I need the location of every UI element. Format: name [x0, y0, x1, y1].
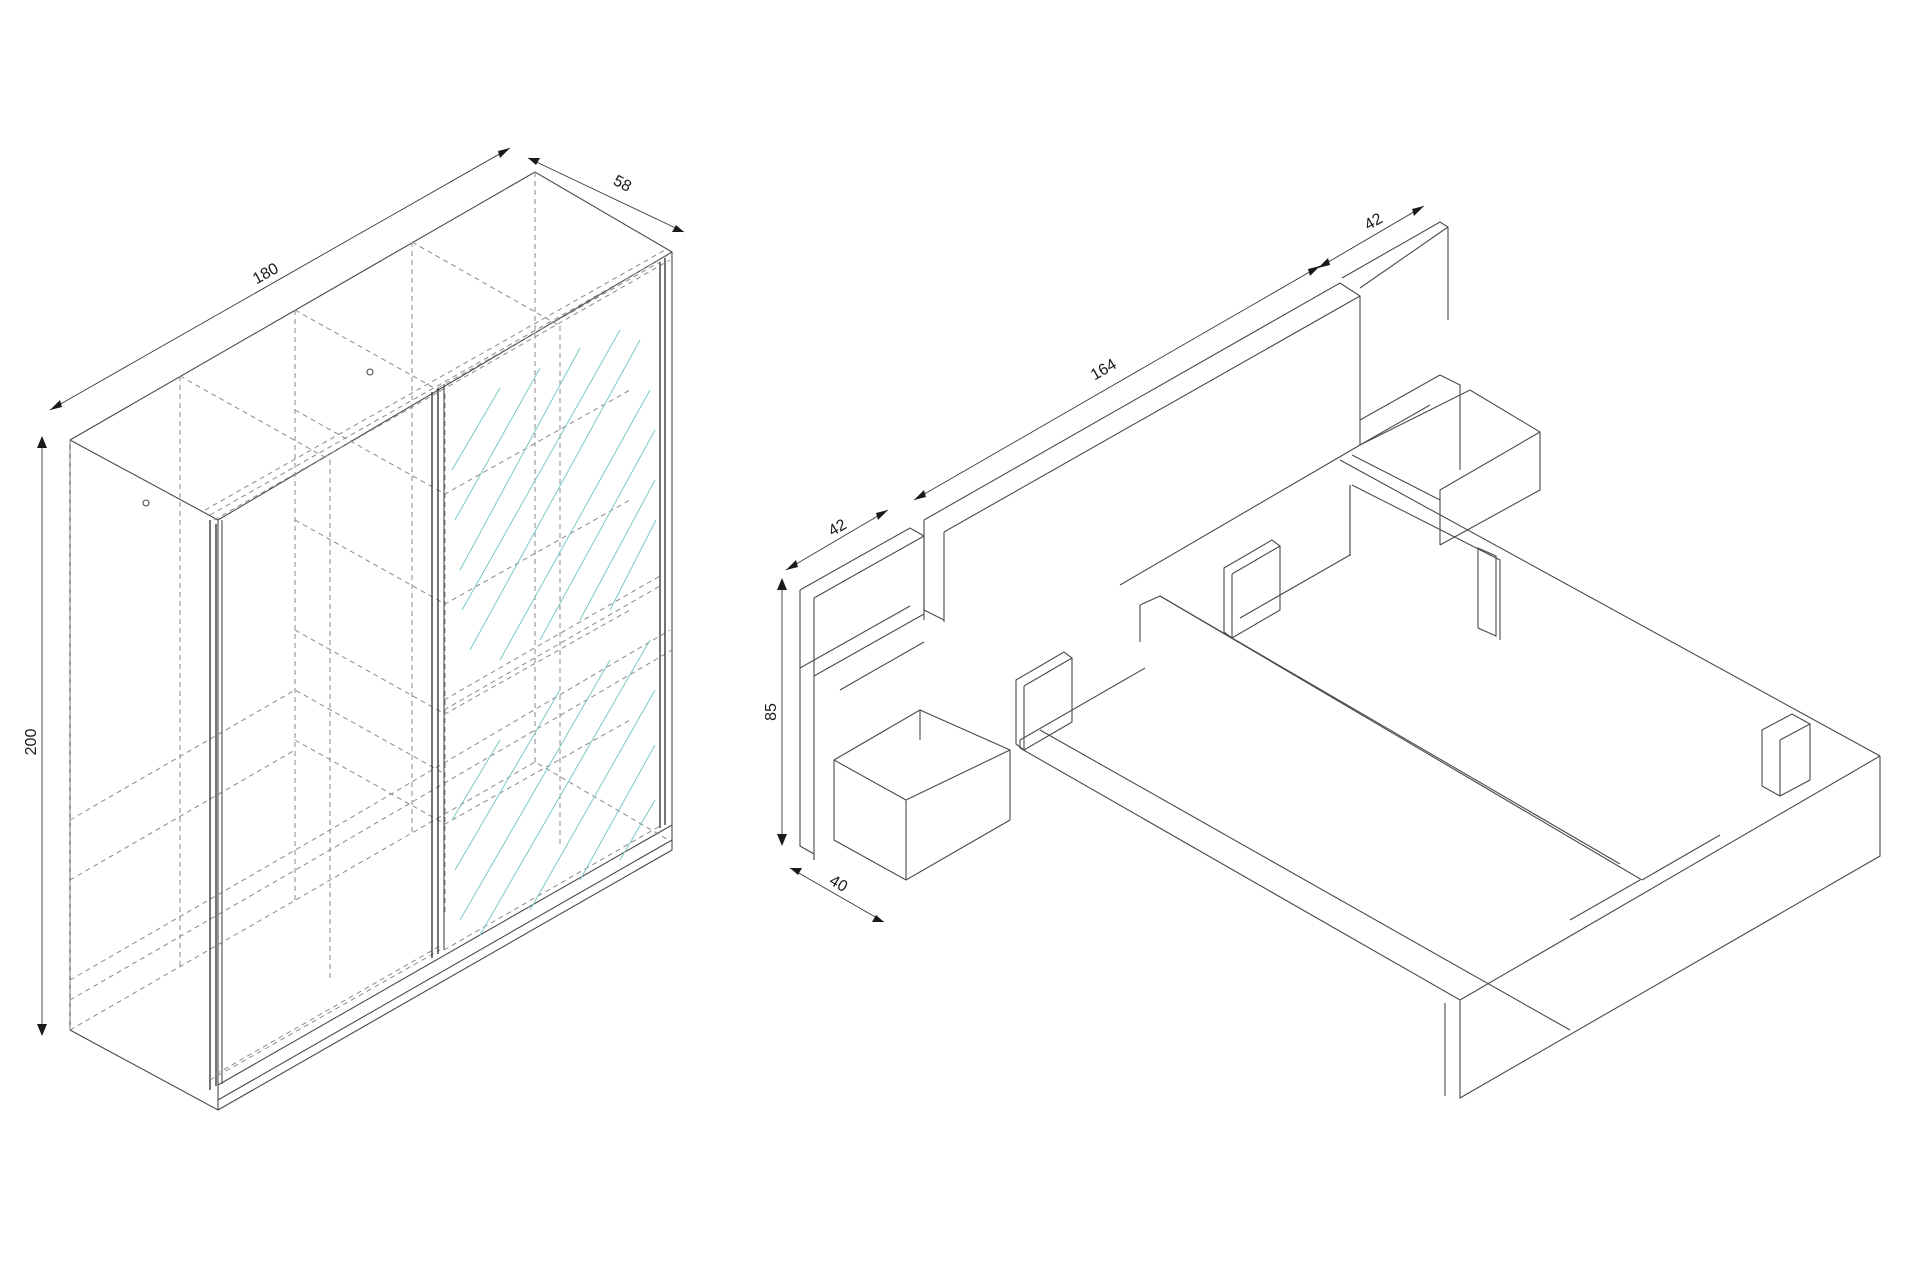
wardrobe-outline	[69, 171, 673, 1111]
bed-dim-height: 85	[763, 578, 787, 846]
wardrobe-left-door	[209, 520, 441, 1090]
wardrobe-dim-width: 180	[49, 147, 511, 411]
bed-dim-nightstand-width: 40	[789, 867, 885, 923]
wardrobe-width-label: 180	[250, 260, 282, 288]
bed-right-nightstand	[1351, 389, 1541, 546]
wardrobe-hanger-rod-end	[366, 368, 374, 376]
bed-left-nightstand-depth-label: 42	[826, 516, 850, 540]
bed-height-label: 85	[763, 703, 780, 721]
bed-supports	[1015, 485, 1811, 797]
bed-drawing: 164 42 42 85 40	[763, 205, 1881, 1099]
bed-left-panel	[799, 527, 925, 860]
wardrobe-right-door	[431, 258, 666, 958]
wardrobe-depth-label: 58	[610, 172, 634, 195]
bed-dim-left-nightstand-depth: 42	[785, 509, 889, 571]
bed-dim-right-nightstand-depth: 42	[1317, 205, 1425, 269]
wardrobe-hidden-lines	[69, 172, 673, 1031]
wardrobe-height-label: 200	[23, 729, 40, 756]
bed-dim-headboard-width: 164	[913, 265, 1321, 501]
wardrobe-dim-height: 200	[23, 436, 47, 1036]
wardrobe-drawing: 180 58 200	[23, 147, 685, 1111]
bed-slats	[1039, 595, 1721, 1031]
bed-frame	[1019, 459, 1881, 1099]
bed-left-nightstand	[833, 709, 1011, 881]
bed-headboard	[923, 282, 1431, 622]
bed-right-nightstand-depth-label: 42	[1362, 210, 1386, 234]
wardrobe-hanger-rod-end	[142, 499, 150, 507]
wardrobe-dim-depth: 58	[527, 157, 685, 233]
bed-right-panel	[1341, 221, 1461, 470]
wardrobe-mirror-hatch	[451, 329, 657, 936]
bed-headboard-width-label: 164	[1088, 356, 1120, 384]
bed-nightstand-width-label: 40	[826, 872, 850, 896]
